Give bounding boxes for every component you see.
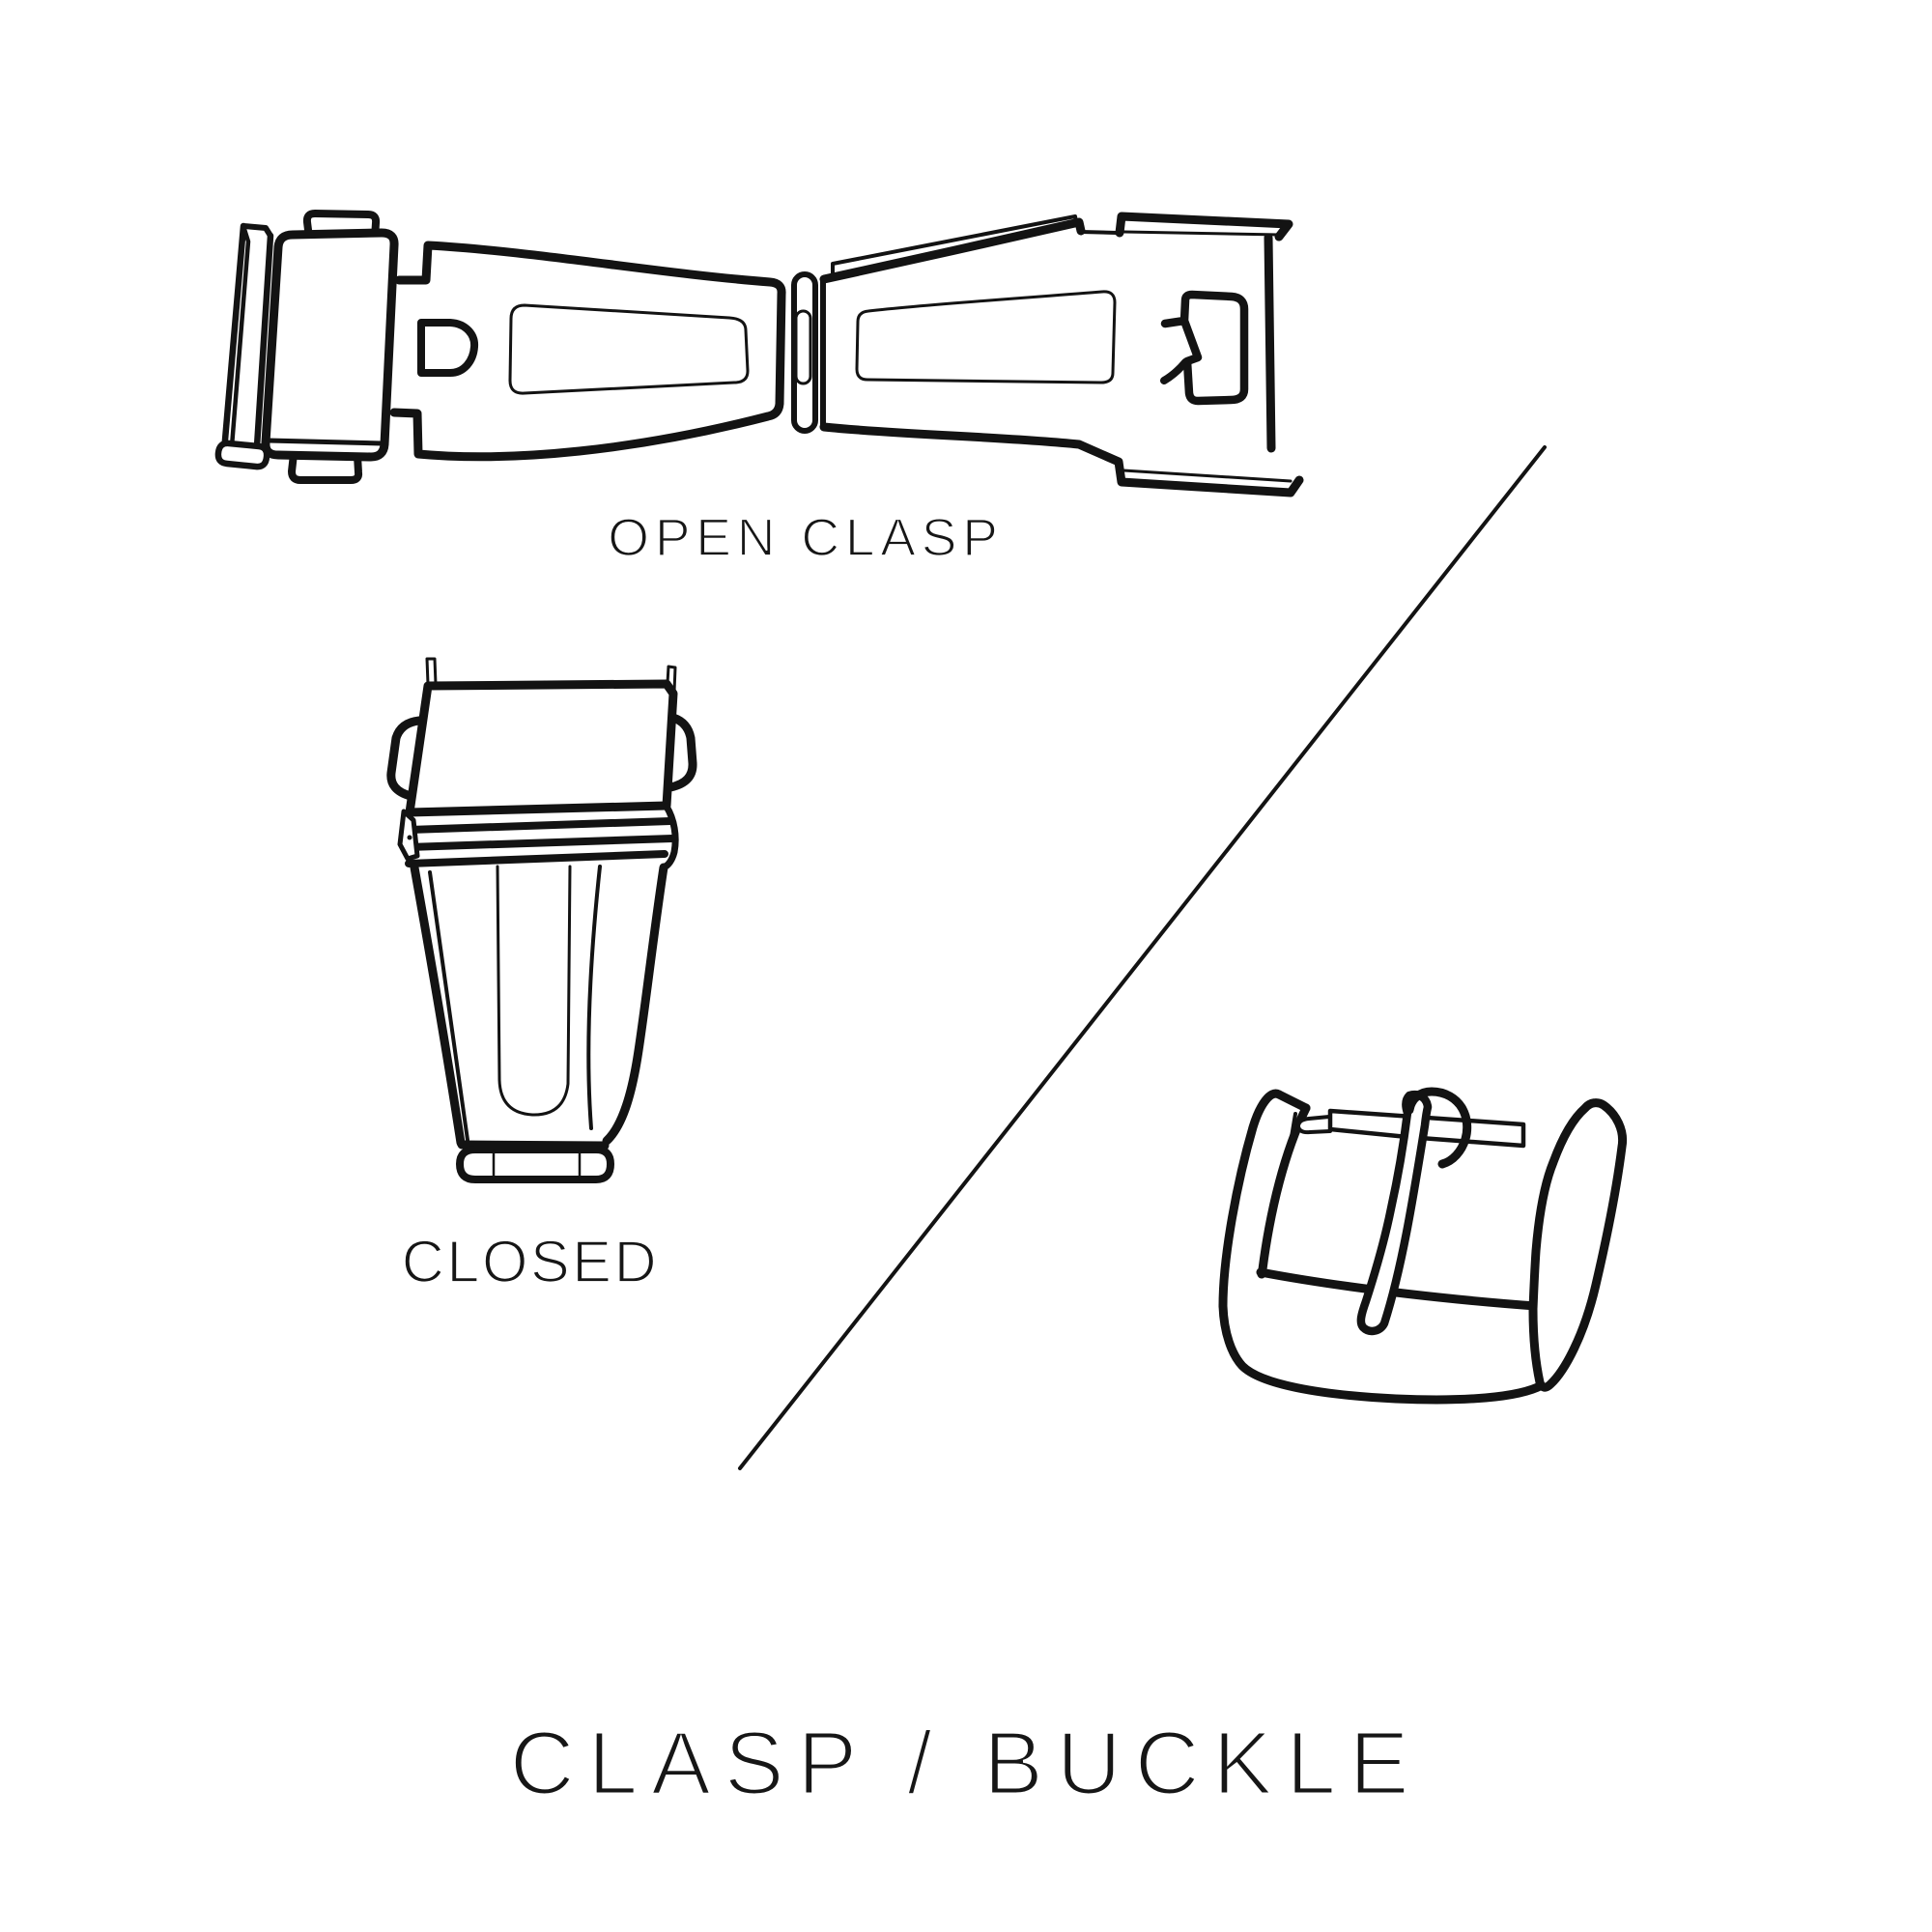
svg-text:CLASP / BUCKLE: CLASP / BUCKLE: [510, 1713, 1423, 1813]
svg-text:OPEN CLASP: OPEN CLASP: [608, 507, 1004, 567]
svg-text:CLOSED: CLOSED: [402, 1229, 659, 1294]
